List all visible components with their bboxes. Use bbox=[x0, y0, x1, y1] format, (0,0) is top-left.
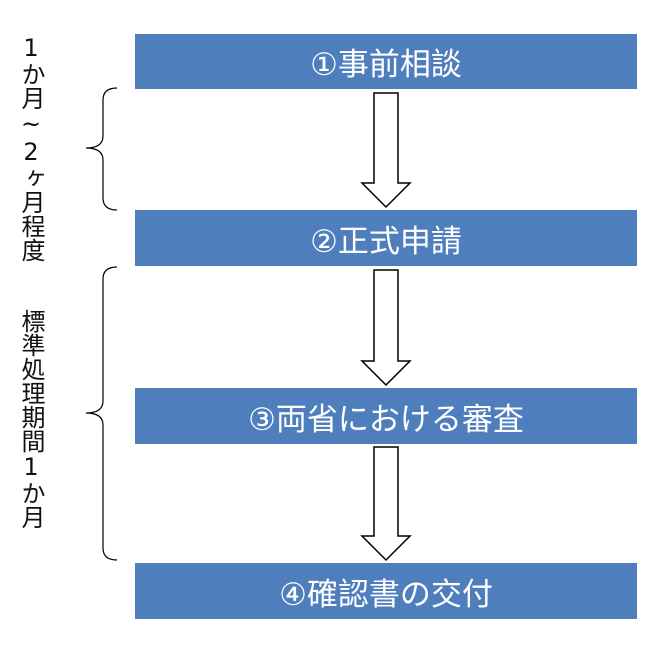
down-arrow-1 bbox=[360, 92, 412, 209]
step-4-issuance: ④確認書の交付 bbox=[135, 563, 637, 619]
down-arrow-2 bbox=[360, 269, 412, 387]
down-arrow-3 bbox=[360, 446, 412, 562]
step-3-label: ③両省における審査 bbox=[248, 401, 524, 438]
step-4-label: ④確認書の交付 bbox=[279, 576, 493, 613]
step-2-application: ②正式申請 bbox=[135, 210, 637, 266]
step-1-consultation: ①事前相談 bbox=[135, 34, 637, 89]
duration-bracket-2 bbox=[85, 266, 118, 561]
step-3-review: ③両省における審査 bbox=[135, 388, 637, 444]
duration-label-consultation: 1か月~2ヶ月程度 bbox=[17, 34, 45, 262]
duration-label-standard-period: 標準処理期間1か月 bbox=[17, 309, 45, 529]
step-2-label: ②正式申請 bbox=[310, 223, 462, 260]
duration-bracket-1 bbox=[85, 87, 118, 211]
step-1-label: ①事前相談 bbox=[310, 47, 462, 83]
